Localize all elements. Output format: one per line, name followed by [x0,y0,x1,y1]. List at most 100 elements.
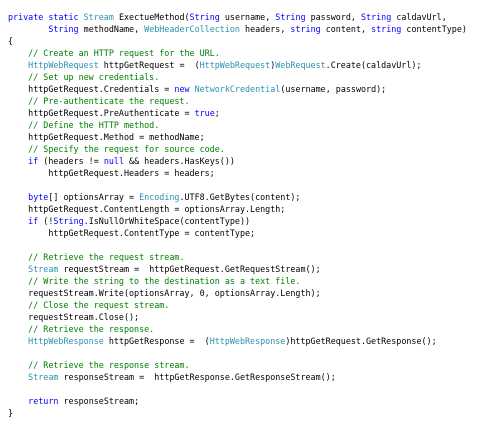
code-line: String methodName, WebHeaderCollection h… [8,23,499,35]
keyword-token: String [275,12,306,22]
keyword-token: if [28,216,39,226]
keyword-token: String [189,12,220,22]
type-token: HttpWebResponse [209,336,286,346]
keyword-token: if [28,156,39,166]
code-line: // Write the string to the destination a… [8,275,499,287]
code-token: caldavUrl, [391,12,447,22]
comment-token: // Define the HTTP method. [8,120,160,130]
code-token: contentType) [401,24,467,34]
code-token: httpGetRequest.Method = methodName; [8,132,205,142]
code-token [8,192,28,202]
comment-token: // Specify the request for source code. [8,144,225,154]
code-token [8,24,48,34]
code-token [8,264,28,274]
code-token: requestStream.Close(); [8,312,140,322]
keyword-token: return [28,396,59,406]
keyword-token: new [174,84,190,94]
keyword-token: String [48,24,79,34]
code-token: httpGetRequest = ( [98,60,200,70]
code-line: HttpWebRequest httpGetRequest = (HttpWeb… [8,59,499,71]
code-token: httpGetRequest.Credentials = [8,84,175,94]
code-token: headers, [239,24,291,34]
code-token: && headers.HasKeys()) [124,156,235,166]
code-token: .Create(caldavUrl); [325,60,422,70]
code-token: .IsNullOrWhiteSpace(contentType)) [83,216,251,226]
code-token: httpGetRequest.Headers = headers; [8,168,215,178]
comment-token: // Retrieve the request stream. [8,252,185,262]
code-line: requestStream.Close(); [8,311,499,323]
code-token: (username, password); [280,84,387,94]
code-line: if (!String.IsNullOrWhiteSpace(contentTy… [8,215,499,227]
comment-token: // Set up new credentials. [8,72,160,82]
code-line [8,347,499,359]
type-token: Encoding [139,192,180,202]
code-line: // Set up new credentials. [8,71,499,83]
code-token [8,372,28,382]
code-line: // Create an HTTP request for the URL. [8,47,499,59]
code-token: (! [38,216,54,226]
code-token: ExectueMethod( [113,12,190,22]
comment-token: // Close the request stream. [8,300,170,310]
code-token [8,336,28,346]
code-token [8,216,28,226]
keyword-token: string [290,24,321,34]
code-line: if (headers != null && headers.HasKeys()… [8,155,499,167]
code-token [8,396,28,406]
type-token: HttpWebResponse [28,336,104,346]
keyword-token: byte [28,192,49,202]
type-token: Stream [28,264,59,274]
comment-token: // Retrieve the response. [8,324,155,334]
keyword-token: string [371,24,402,34]
code-line: httpGetRequest.Credentials = new Network… [8,83,499,95]
code-line [8,239,499,251]
keyword-token: private static [8,12,84,22]
code-line: httpGetRequest.ContentType = contentType… [8,227,499,239]
code-token: username, [219,12,276,22]
keyword-token: String [361,12,392,22]
code-line: Stream responseStream = httpGetResponse.… [8,371,499,383]
code-token: } [8,408,14,418]
type-token: WebHeaderCollection [144,24,240,34]
code-line: { [8,35,499,47]
code-line: httpGetRequest.PreAuthenticate = true; [8,107,499,119]
code-line: HttpWebResponse httpGetResponse = (HttpW… [8,335,499,347]
code-token: responseStream = httpGetResponse.GetResp… [58,372,336,382]
code-token: ) [270,60,276,70]
code-line: } [8,407,499,419]
type-token: NetworkCredential [194,84,281,94]
code-line: // Pre-authenticate the request. [8,95,499,107]
code-line: // Retrieve the response stream. [8,359,499,371]
code-token: [] optionsArray = [48,192,140,202]
code-token: password, [305,12,362,22]
type-token: HttpWebRequest [199,60,271,70]
keyword-token: String [53,216,84,226]
code-line: httpGetRequest.ContentLength = optionsAr… [8,203,499,215]
code-line: byte[] optionsArray = Encoding.UTF8.GetB… [8,191,499,203]
code-token: requestStream = httpGetRequest.GetReques… [58,264,321,274]
code-token [8,60,28,70]
code-token: (headers != [38,156,104,166]
keyword-token: true [194,108,215,118]
code-token: { [8,36,14,46]
code-line [8,383,499,395]
code-line: Stream requestStream = httpGetRequest.Ge… [8,263,499,275]
code-line: return responseStream; [8,395,499,407]
code-line: // Define the HTTP method. [8,119,499,131]
code-token: httpGetRequest.PreAuthenticate = [8,108,195,118]
code-token: .UTF8.GetBytes(content); [179,192,301,202]
code-token: httpGetResponse = ( [103,336,210,346]
type-token: HttpWebRequest [28,60,99,70]
comment-token: // Retrieve the response stream. [8,360,190,370]
code-token: responseStream; [58,396,140,406]
code-line: httpGetRequest.Headers = headers; [8,167,499,179]
code-token [8,156,28,166]
code-line: private static Stream ExectueMethod(Stri… [8,11,499,23]
code-line: requestStream.Write(optionsArray, 0, opt… [8,287,499,299]
comment-token: // Write the string to the destination a… [8,276,301,286]
code-line: httpGetRequest.Method = methodName; [8,131,499,143]
code-token: requestStream.Write(optionsArray, 0, opt… [8,288,321,298]
code-token: content, [320,24,372,34]
type-token: Stream [83,12,114,22]
code-token: httpGetRequest.ContentType = contentType… [8,228,256,238]
